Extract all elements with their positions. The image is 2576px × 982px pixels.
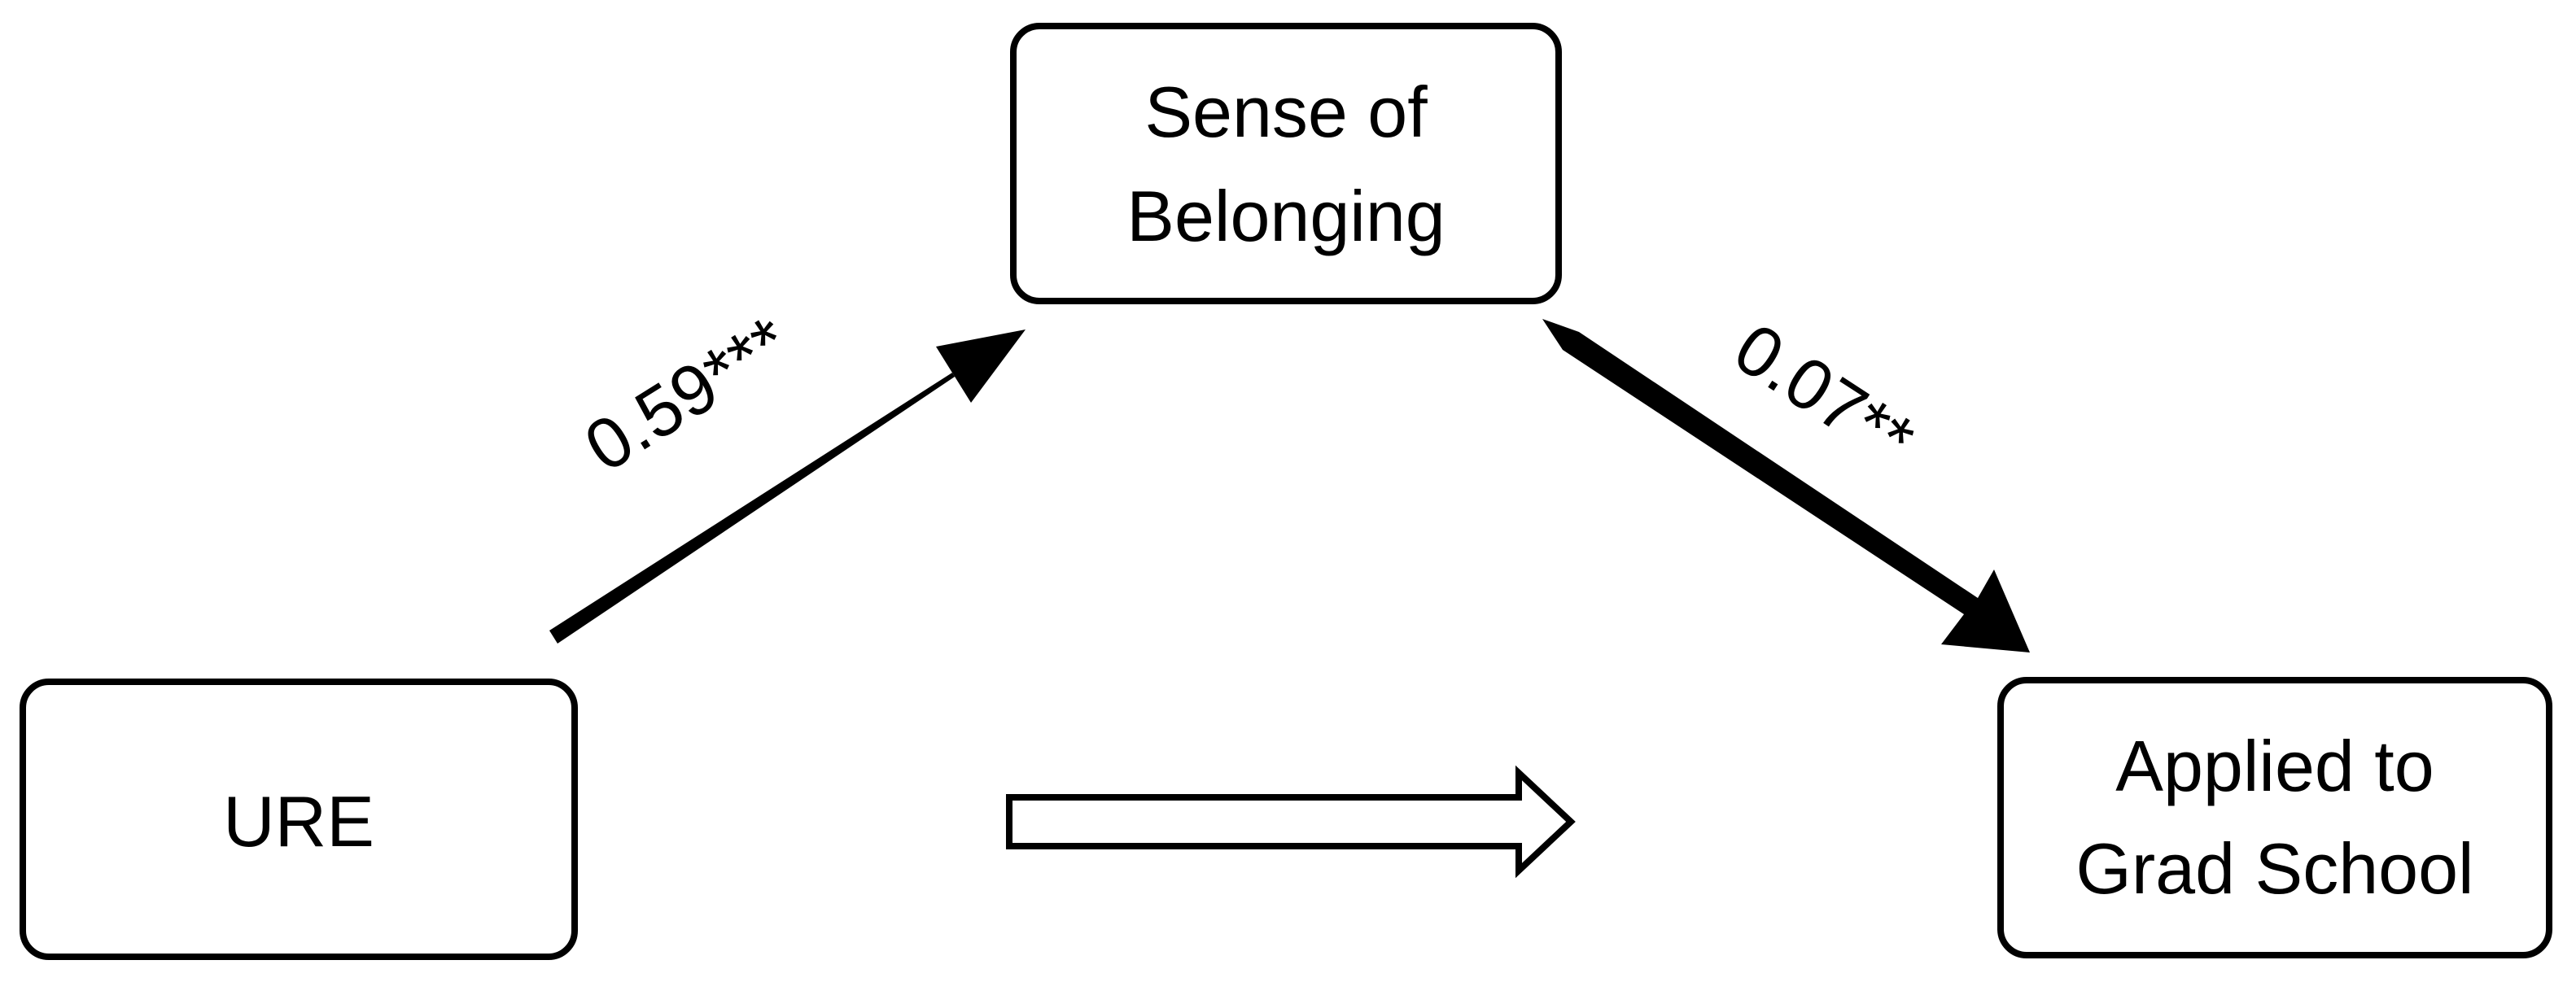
arrow-ure-to-belonging <box>549 330 1026 644</box>
node-ure: URE <box>20 679 578 960</box>
node-label-applied-to-grad-school-line1: Applied to <box>2115 726 2434 806</box>
node-box-ure <box>20 679 578 960</box>
node-label-ure: URE <box>223 781 374 862</box>
node-label-sense-of-belonging-line1: Sense of <box>1144 72 1428 152</box>
node-applied-to-grad-school: Applied to Grad School <box>1997 677 2552 958</box>
node-label-applied-to-grad-school-line2: Grad School <box>2075 828 2473 909</box>
edge-belonging-to-grad: 0.07** <box>1542 308 2030 652</box>
arrow-ure-to-grad-hollow <box>1006 765 1576 879</box>
node-box-applied-to-grad-school <box>1997 677 2552 958</box>
edge-ure-to-belonging: 0.59*** <box>549 301 1026 644</box>
node-sense-of-belonging: Sense of Belonging <box>1010 23 1562 304</box>
coefficient-label-ure-to-belonging: 0.59*** <box>571 301 803 487</box>
edge-ure-to-grad <box>1006 765 1576 879</box>
node-box-sense-of-belonging <box>1010 23 1562 304</box>
node-label-sense-of-belonging-line2: Belonging <box>1126 176 1445 256</box>
arrow-belonging-to-grad <box>1542 319 2030 652</box>
